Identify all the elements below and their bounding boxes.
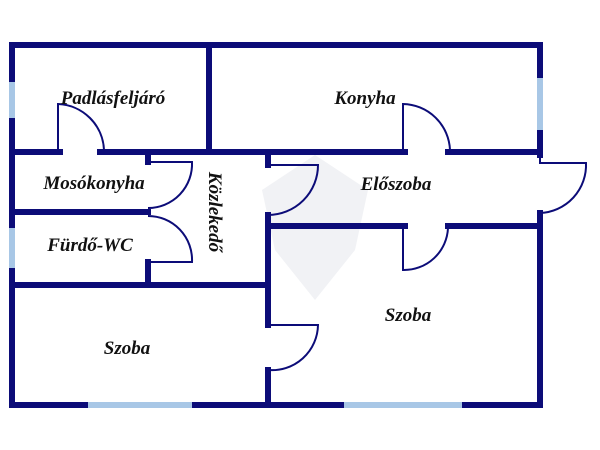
label-konyha: Konyha	[333, 88, 396, 109]
door-mosokonyha	[147, 161, 194, 210]
windows	[9, 78, 543, 408]
door-szoba	[267, 324, 320, 372]
door-padlasfeljaro	[57, 102, 105, 152]
door-kozlekedo-eloszoba	[267, 164, 320, 216]
label-szoba-right: Szoba	[385, 305, 432, 326]
door-entrance	[539, 155, 588, 214]
label-furdo-wc: Fürdő-WC	[46, 235, 133, 256]
label-szoba-left: Szoba	[104, 338, 151, 359]
label-eloszoba: Előszoba	[360, 174, 432, 195]
label-mosokonyha: Mosókonyha	[42, 173, 145, 194]
door-eloszoba-szoba	[402, 226, 449, 272]
door-furdo-wc	[147, 214, 194, 263]
room-labels: Padlásfeljáró Konyha Mosókonyha Közleked…	[42, 88, 432, 359]
doors	[57, 102, 588, 372]
label-padlasfeljaro: Padlásfeljáró	[60, 88, 166, 109]
label-kozlekedo: Közlekedő	[204, 171, 225, 254]
door-konyha	[402, 102, 451, 152]
